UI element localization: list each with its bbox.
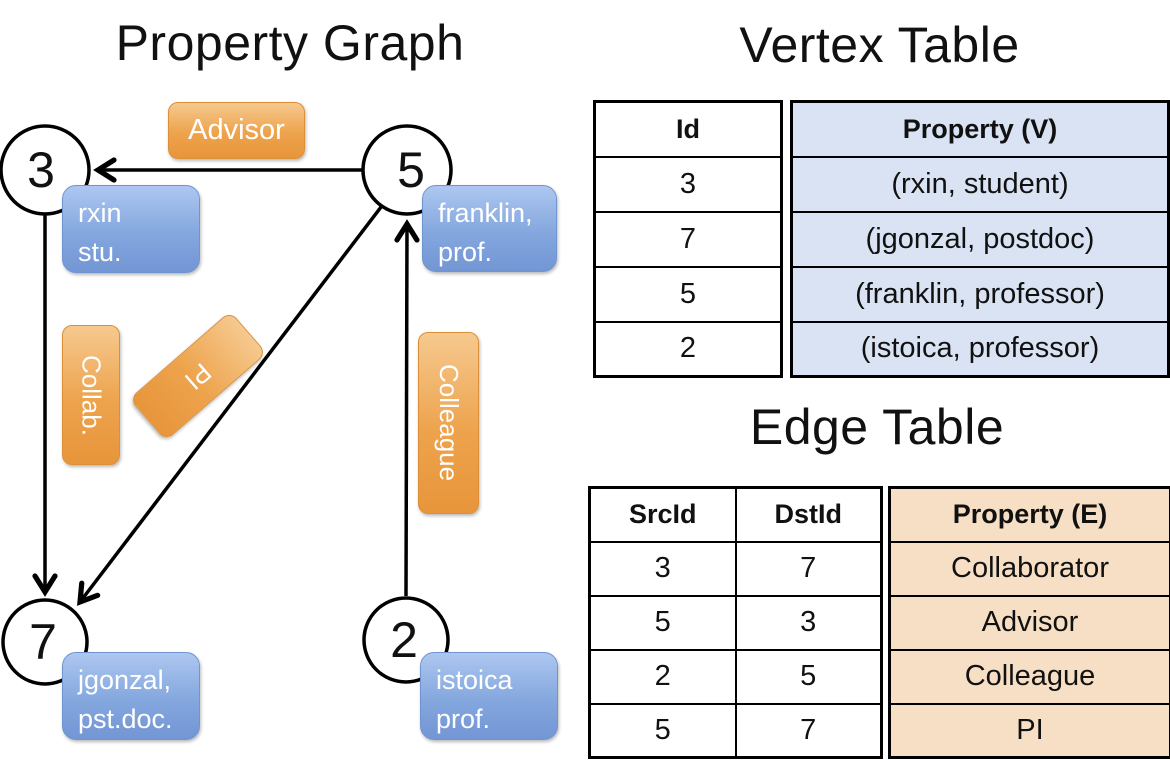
table-row: Collaborator	[888, 540, 1170, 597]
cell-dstid: 7	[734, 540, 883, 597]
cell-dstid: 7	[734, 702, 883, 759]
node-property-line: stu.	[78, 237, 122, 268]
cell-property: Colleague	[888, 648, 1170, 705]
table-row: PI	[888, 702, 1170, 759]
column-header: Id	[593, 100, 783, 158]
node-property-line: rxin	[78, 198, 122, 228]
edge-table-id-columns: SrcId DstId 3 7 5 3 2 5 5 7	[588, 486, 883, 759]
cell-srcid: 3	[588, 540, 737, 597]
cell-property: Advisor	[888, 594, 1170, 651]
node-id-3: 3	[27, 142, 55, 198]
property-graph-title: Property Graph	[115, 15, 465, 71]
node-property-line: prof.	[438, 237, 493, 268]
table-row: (istoica, professor)	[790, 320, 1170, 378]
edge-label-colleague: Colleague	[418, 332, 479, 514]
node-property-box-2: istoica prof.	[420, 652, 558, 740]
node-id-2: 2	[390, 612, 418, 668]
node-property-box-5: franklin, prof.	[422, 185, 557, 272]
edge-table-property-column: Property (E) Collaborator Advisor Collea…	[888, 486, 1170, 759]
node-property-line: jgonzal,	[78, 665, 172, 695]
cell-id: 3	[593, 155, 783, 213]
cell-property: Collaborator	[888, 540, 1170, 597]
edge-table: SrcId DstId 3 7 5 3 2 5 5 7 Property (E)…	[588, 486, 1170, 759]
cell-id: 2	[593, 320, 783, 378]
table-row: 3 7	[588, 540, 883, 597]
node-id-7: 7	[29, 614, 57, 670]
table-row: (jgonzal, postdoc)	[790, 210, 1170, 268]
table-row: (rxin, student)	[790, 155, 1170, 213]
cell-property: PI	[888, 702, 1170, 759]
vertex-table-id-column: Id 3 7 5 2	[593, 100, 783, 378]
cell-property: (rxin, student)	[790, 155, 1170, 213]
edge-table-title: Edge Table	[749, 399, 1005, 455]
cell-property: (franklin, professor)	[790, 265, 1170, 323]
vertex-table-title: Vertex Table	[739, 17, 1020, 73]
cell-id: 7	[593, 210, 783, 268]
edge-label-advisor: Advisor	[168, 102, 305, 159]
table-row: 2	[593, 320, 783, 378]
cell-srcid: 2	[588, 648, 737, 705]
node-property-box-7: jgonzal, pst.doc.	[62, 652, 200, 740]
table-row: 5 7	[588, 702, 883, 759]
column-header: Property (V)	[790, 100, 1170, 158]
cell-srcid: 5	[588, 702, 737, 759]
column-header: Property (E)	[888, 486, 1170, 543]
node-property-line: prof.	[436, 704, 491, 735]
table-row: (franklin, professor)	[790, 265, 1170, 323]
vertex-table-property-column: Property (V) (rxin, student) (jgonzal, p…	[790, 100, 1170, 378]
edge-label-collab: Collab.	[62, 325, 120, 465]
table-row: Colleague	[888, 648, 1170, 705]
column-header: SrcId	[588, 486, 737, 543]
column-header: DstId	[734, 486, 883, 543]
table-row: 7	[593, 210, 783, 268]
cell-property: (jgonzal, postdoc)	[790, 210, 1170, 268]
node-id-5: 5	[397, 142, 425, 198]
table-row: 5 3	[588, 594, 883, 651]
table-row: 3	[593, 155, 783, 213]
node-property-box-3: rxin stu.	[62, 185, 200, 273]
edge-arrow-2-to-5	[394, 219, 420, 597]
cell-property: (istoica, professor)	[790, 320, 1170, 378]
table-row: 5	[593, 265, 783, 323]
node-property-line: pst.doc.	[78, 704, 173, 735]
cell-dstid: 3	[734, 594, 883, 651]
table-row: 2 5	[588, 648, 883, 705]
table-row: Advisor	[888, 594, 1170, 651]
edge-arrow-5-to-7	[77, 205, 383, 606]
vertex-table: Id 3 7 5 2 Property (V) (rxin, student) …	[593, 100, 1170, 378]
node-property-line: istoica	[436, 665, 513, 695]
cell-srcid: 5	[588, 594, 737, 651]
cell-id: 5	[593, 265, 783, 323]
cell-dstid: 5	[734, 648, 883, 705]
node-property-line: franklin,	[438, 198, 533, 228]
